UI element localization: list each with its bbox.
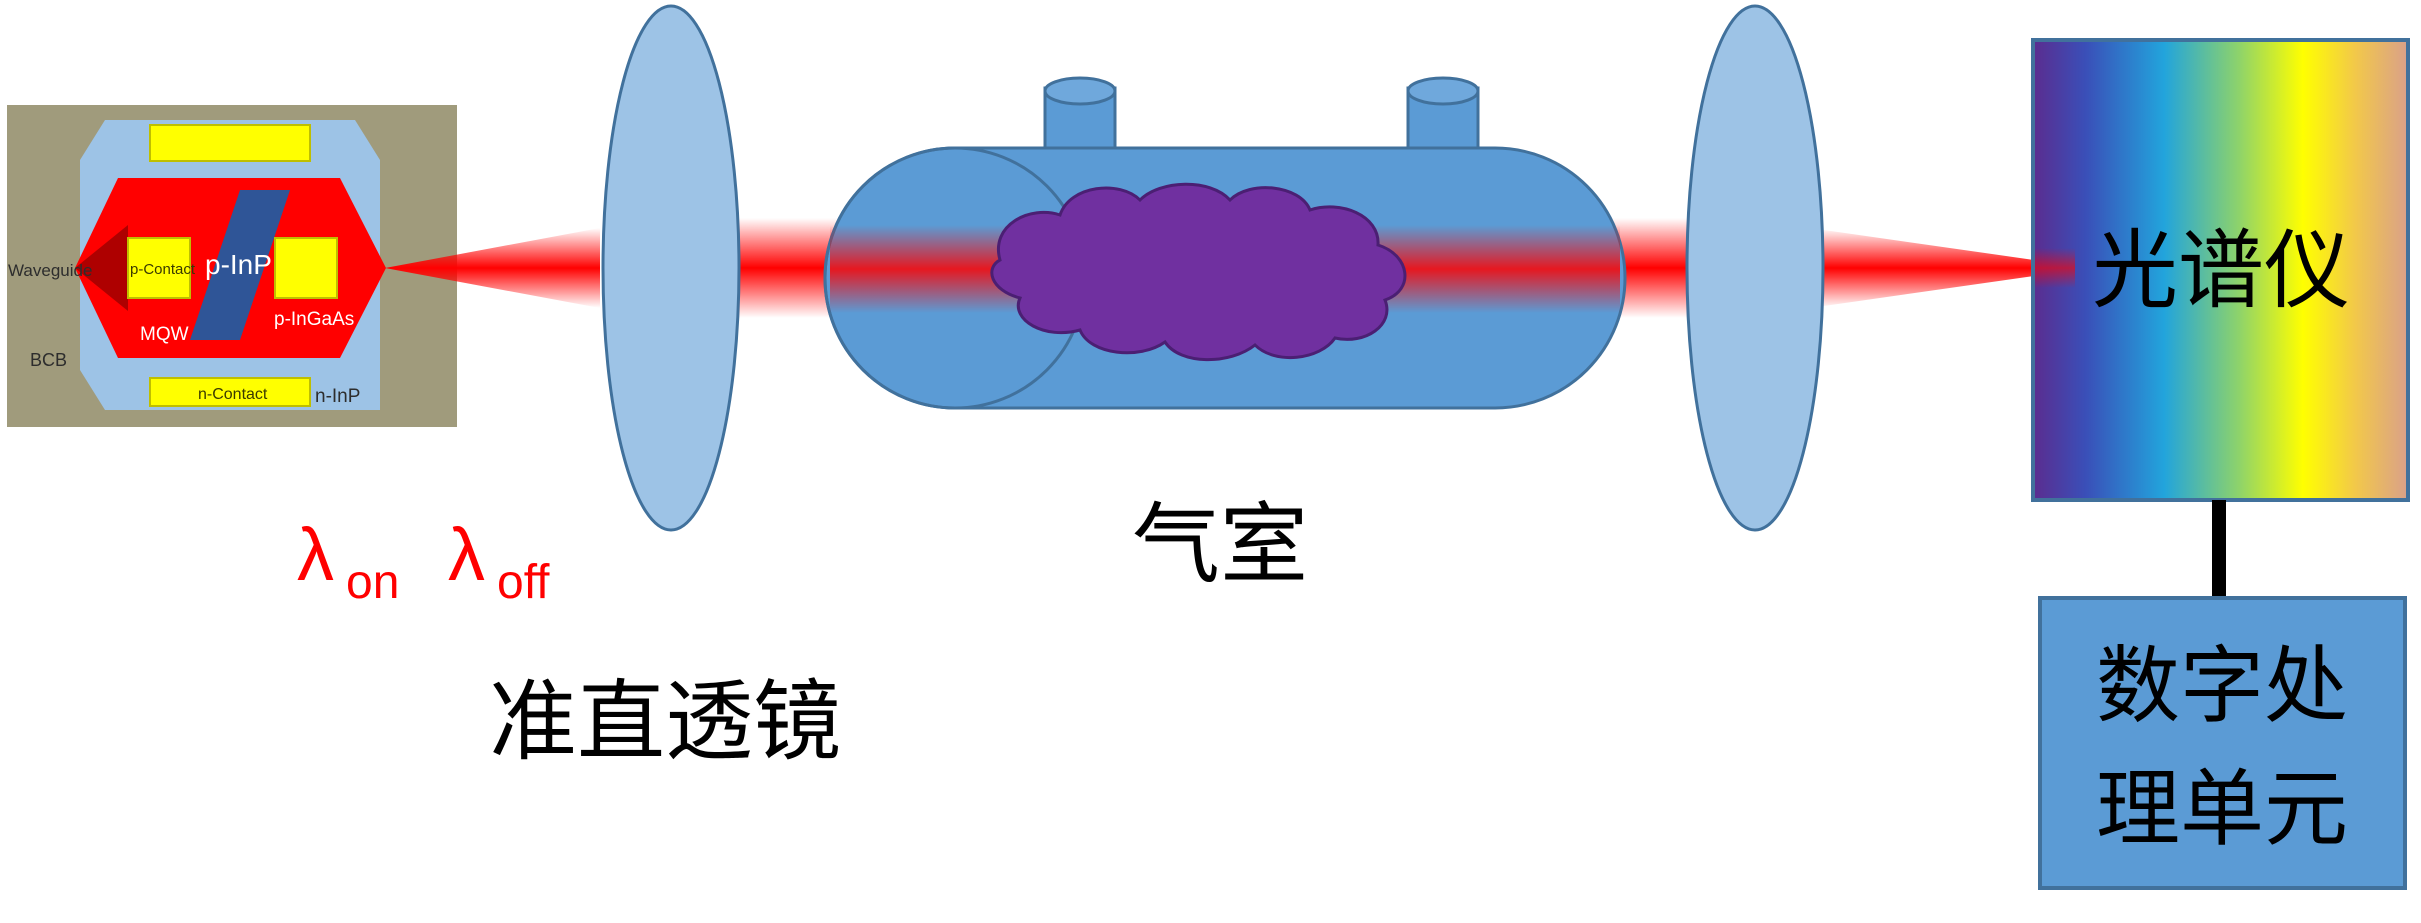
lambda-on-symbol: λ <box>297 513 334 596</box>
bcb-label: BCB <box>30 350 67 370</box>
gas-cell-label: 气室 <box>1132 493 1308 596</box>
connector-line <box>2212 500 2226 600</box>
p-ingaas-pad <box>274 237 338 299</box>
spectrometer: 光谱仪 <box>2031 38 2410 502</box>
processing-unit: 数字处 理单元 <box>2038 596 2407 890</box>
focusing-lens <box>1685 4 1825 532</box>
lambda-off-symbol: λ <box>448 513 485 596</box>
waveguide-label: Waveguide <box>8 261 92 280</box>
p-inp-region <box>190 190 290 340</box>
lambda-off-subscript: off <box>497 556 550 609</box>
n-contact-label: n-Contact <box>198 386 268 403</box>
waveguide-tip <box>75 225 128 311</box>
processing-unit-label-line2: 理单元 <box>2096 760 2348 858</box>
p-contact-label: p-Contact <box>130 261 196 278</box>
collimating-lens <box>601 4 741 532</box>
n-inp-label: n-InP <box>315 386 360 407</box>
beam-converging <box>1810 228 2090 308</box>
gas-cloud <box>990 182 1407 362</box>
p-contact-pad <box>127 237 191 299</box>
gas-cell <box>823 76 1627 410</box>
laser-chip: Waveguide BCB p-Contact p-InP p-InGaAs M… <box>7 105 457 427</box>
gas-cell-right-port-top <box>1406 76 1480 106</box>
p-inp-label: p-InP <box>205 249 272 280</box>
n-contact-pad <box>149 377 311 407</box>
wavelength-labels: λ on λ off <box>297 513 550 609</box>
beam-diverging <box>385 228 600 308</box>
gas-cell-left-port-top <box>1043 76 1117 106</box>
p-ingaas-label: p-InGaAs <box>274 309 354 330</box>
spectrometer-label: 光谱仪 <box>2092 221 2350 321</box>
lambda-on-subscript: on <box>346 556 399 609</box>
processing-unit-label-line1: 数字处 <box>2096 637 2348 735</box>
collimating-lens-label: 准直透镜 <box>489 670 841 773</box>
processing-unit-box <box>2038 596 2407 890</box>
top-pad <box>149 124 311 162</box>
mqw-label: MQW <box>140 324 189 345</box>
spectrometer-beam-entry <box>2035 248 2075 288</box>
